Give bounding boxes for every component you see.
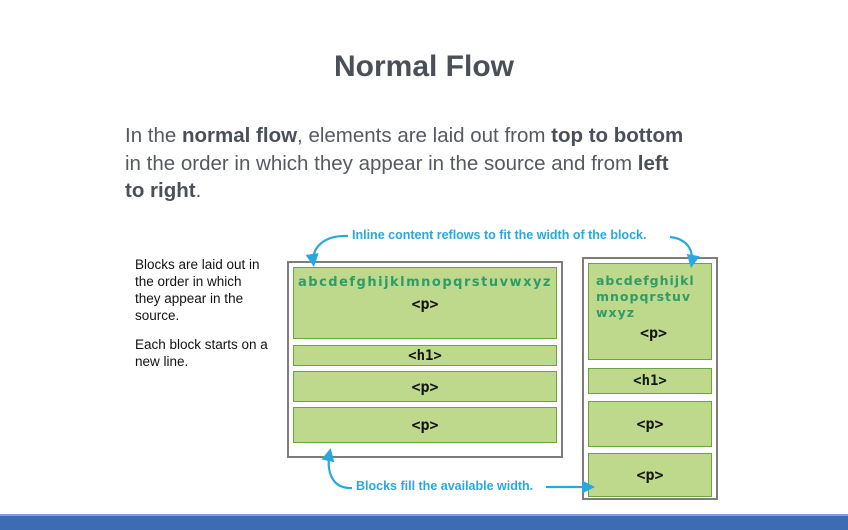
right-block-paragraph-3: <p> bbox=[588, 453, 712, 497]
footer-bar bbox=[0, 514, 848, 530]
annotation-blocks-width: Blocks fill the available width. bbox=[356, 479, 534, 493]
left-block-paragraph-3: <p> bbox=[293, 407, 557, 443]
left-block1-tag: <p> bbox=[411, 295, 439, 313]
right-alphabet-text: abcdefghijkl mnopqrstuv wxyz bbox=[596, 273, 695, 320]
annotation-inline-reflow: Inline content reflows to fit the width … bbox=[352, 228, 647, 242]
left-block-paragraph-1: abcdefghijklmnopqrstuvwxyz <p> bbox=[293, 267, 557, 339]
left-block2-tag: <h1> bbox=[408, 347, 442, 364]
left-alphabet-text: abcdefghijklmnopqrstuvwxyz bbox=[297, 275, 552, 290]
right-block-paragraph-1: abcdefghijkl mnopqrstuv wxyz <p> bbox=[588, 263, 712, 360]
right-block-heading: <h1> bbox=[588, 368, 712, 394]
caption-new-line: Each block starts on a new line. bbox=[135, 337, 268, 369]
caption-blocks-order: Blocks are laid out in the order in whic… bbox=[135, 257, 260, 323]
left-block-paragraph-2: <p> bbox=[293, 371, 557, 402]
right-block-paragraph-2: <p> bbox=[588, 401, 712, 447]
right-block3-tag: <p> bbox=[636, 415, 664, 433]
right-block2-tag: <h1> bbox=[633, 373, 667, 389]
page-title: Normal Flow bbox=[333, 50, 514, 83]
left-block4-tag: <p> bbox=[411, 416, 439, 434]
arrow-top-left-icon bbox=[305, 234, 349, 268]
right-block4-tag: <p> bbox=[636, 466, 664, 484]
right-block1-tag: <p> bbox=[639, 324, 668, 342]
intro-paragraph: In the normal flow, elements are laid ou… bbox=[125, 124, 684, 202]
left-layout-box: abcdefghijklmnopqrstuvwxyz <p> <h1> <p> … bbox=[287, 261, 563, 458]
left-block3-tag: <p> bbox=[411, 377, 439, 396]
right-layout-box: abcdefghijkl mnopqrstuv wxyz <p> <h1> <p… bbox=[582, 257, 718, 500]
left-block-heading: <h1> bbox=[293, 345, 557, 366]
